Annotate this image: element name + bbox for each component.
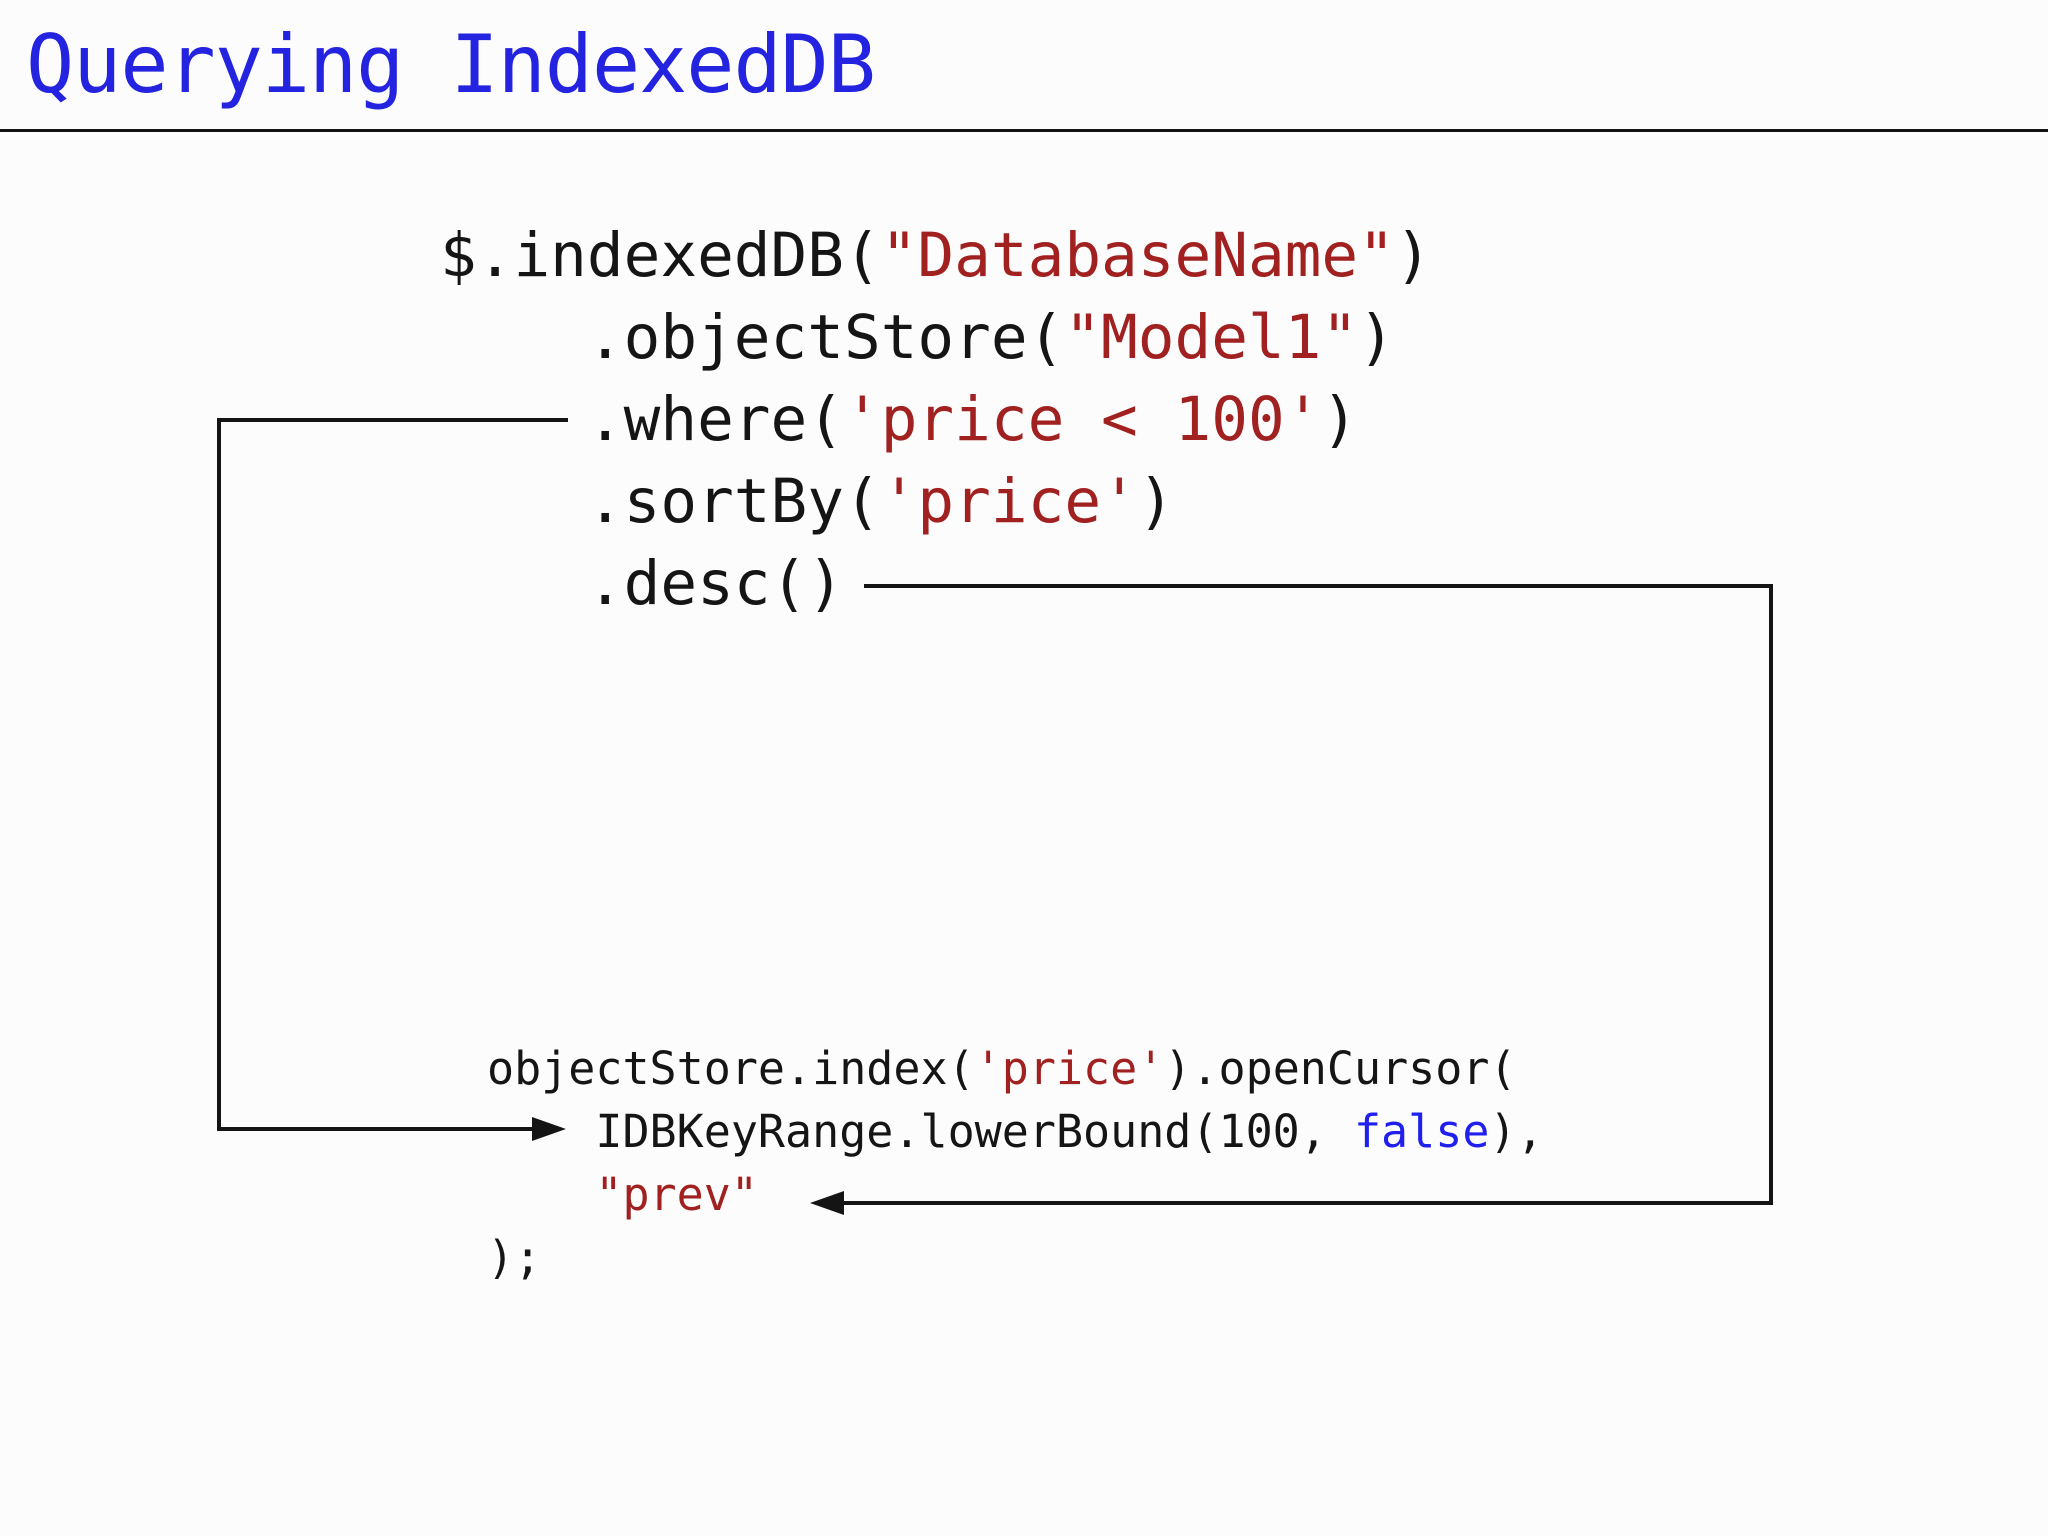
code-segment: .desc() xyxy=(440,548,844,619)
code-segment: ) xyxy=(1358,302,1395,373)
string-literal: "Model1" xyxy=(1064,302,1359,373)
slide-title: Querying IndexedDB xyxy=(26,18,876,111)
code-line-sortby: .sortBy('price') xyxy=(440,461,1432,543)
code-segment: ).openCursor( xyxy=(1164,1042,1517,1095)
code-segment: ) xyxy=(1394,220,1432,291)
code-segment: ) xyxy=(1321,384,1359,455)
string-literal: 'price < 100' xyxy=(843,384,1322,455)
code-line-opencursor: objectStore.index('price').openCursor( xyxy=(487,1037,1544,1100)
code-line-prev: "prev" xyxy=(487,1163,1544,1226)
string-literal: 'price' xyxy=(880,466,1138,537)
string-literal: "DatabaseName" xyxy=(880,220,1395,291)
code-segment: objectStore.index( xyxy=(487,1042,975,1095)
keyword-false: false xyxy=(1353,1105,1490,1158)
code-segment: .objectStore( xyxy=(440,302,1065,373)
code-line-desc: .desc() xyxy=(440,543,1432,625)
code-line-close: ); xyxy=(487,1226,1544,1289)
code-segment: ), xyxy=(1489,1105,1544,1158)
top-code-block: $.indexedDB("DatabaseName") .objectStore… xyxy=(440,215,1432,625)
code-segment: ) xyxy=(1137,466,1175,537)
bottom-code-block: objectStore.index('price').openCursor( I… xyxy=(487,1037,1544,1289)
code-segment: ); xyxy=(487,1231,542,1284)
code-segment: .where( xyxy=(440,384,844,455)
string-literal: 'price' xyxy=(974,1042,1165,1095)
code-line-objectstore: .objectStore("Model1") xyxy=(440,297,1432,379)
code-segment: $.indexedDB( xyxy=(440,220,881,291)
title-underline xyxy=(0,129,2048,132)
code-line-where: .where('price < 100') xyxy=(440,379,1432,461)
code-segment: .sortBy( xyxy=(440,466,881,537)
code-segment xyxy=(487,1168,595,1221)
code-segment: IDBKeyRange.lowerBound(100, xyxy=(487,1105,1354,1158)
code-line-indexeddb: $.indexedDB("DatabaseName") xyxy=(440,215,1432,297)
code-line-idbkeyrange: IDBKeyRange.lowerBound(100, false), xyxy=(487,1100,1544,1163)
string-literal: "prev" xyxy=(595,1168,758,1221)
